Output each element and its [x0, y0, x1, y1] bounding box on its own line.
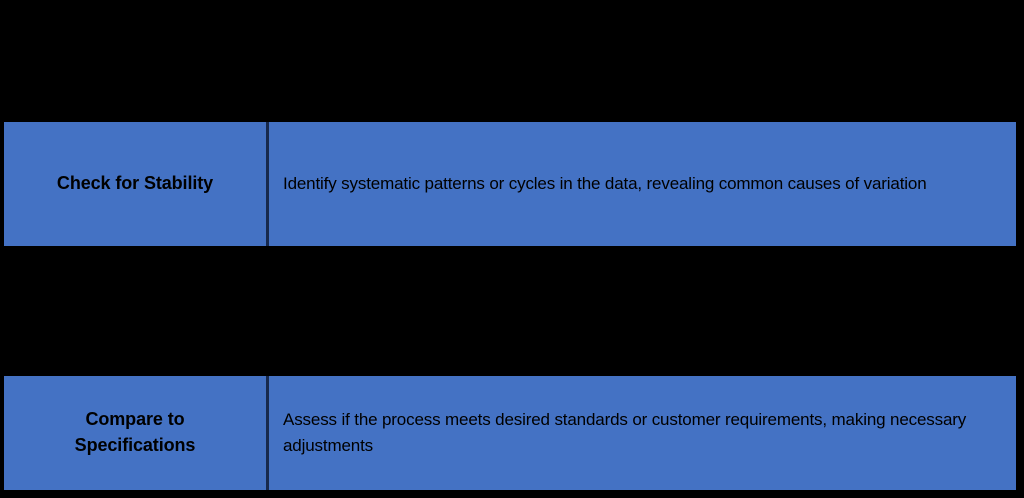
step-label-cell[interactable]: Compare to Specifications — [4, 376, 269, 490]
step-description-text: Identify systematic patterns or cycles i… — [283, 173, 927, 193]
step-label-text: Check for Stability — [56, 173, 214, 194]
step-row-compare-to-specifications[interactable]: Compare to Specifications Assess if the … — [4, 376, 1016, 490]
step-label-cell[interactable]: Check for Stability — [4, 122, 269, 246]
step-description-cell[interactable]: Identify systematic patterns or cycles i… — [269, 122, 1016, 246]
step-description-text: Assess if the process meets desired stan… — [283, 409, 967, 455]
step-description-cell[interactable]: Assess if the process meets desired stan… — [269, 376, 1016, 490]
step-label-text: Compare to Specifications — [74, 409, 196, 455]
step-row-check-for-stability[interactable]: Check for Stability Identify systematic … — [4, 122, 1016, 246]
